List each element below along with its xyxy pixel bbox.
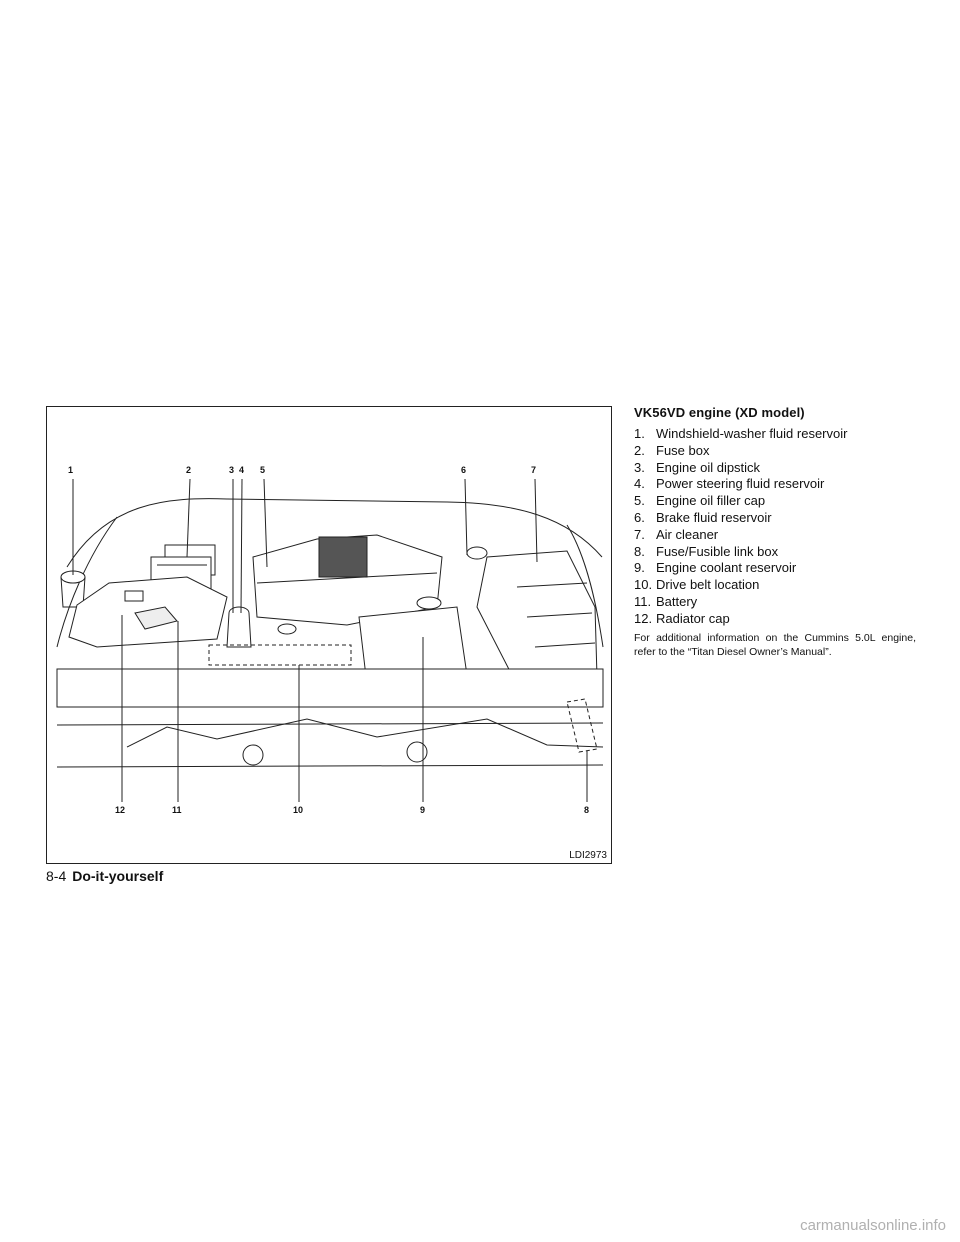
item-label: Fuse/Fusible link box (656, 543, 779, 559)
item-number: 2. (634, 442, 645, 458)
item-number: 3. (634, 459, 645, 475)
engine-compartment-figure: 1 2 3 4 5 6 7 12 11 10 9 8 LDI2973 (46, 406, 612, 864)
item-number: 7. (634, 526, 645, 542)
callout-2: 2 (186, 465, 192, 475)
figure-code: LDI2973 (569, 850, 607, 861)
section-heading: VK56VD engine (XD model) (634, 405, 805, 420)
callout-5: 5 (260, 465, 266, 475)
callout-9: 9 (420, 805, 426, 815)
callout-7: 7 (531, 465, 537, 475)
callout-8: 8 (584, 805, 590, 815)
list-item: 2. Fuse box (634, 443, 916, 460)
additional-info-note: For additional information on the Cummin… (634, 631, 916, 658)
item-number: 1. (634, 426, 645, 441)
list-item: 10.Drive belt location (634, 577, 916, 594)
item-label: Fuse box (656, 442, 710, 458)
item-number: 12. (634, 610, 653, 626)
footer-section-title: Do-it-yourself (72, 868, 164, 884)
watermark: carmanualsonline.info (800, 1217, 946, 1234)
callout-12: 12 (115, 805, 126, 815)
item-label: Engine oil filler cap (656, 493, 766, 509)
item-number: 9. (634, 560, 645, 576)
item-label: Drive belt location (656, 577, 760, 593)
list-item: 7. Air cleaner (634, 527, 916, 544)
item-label: Air cleaner (656, 526, 719, 542)
item-label: Brake fluid reservoir (656, 509, 772, 525)
callout-6: 6 (461, 465, 467, 475)
list-item: 3. Engine oil dipstick (634, 460, 916, 477)
parts-description: VK56VD engine (XD model) 1. Windshield-wa… (634, 405, 916, 669)
item-number: 4. (634, 476, 645, 492)
page-number: 8-4 (46, 868, 67, 884)
callout-1: 1 (68, 465, 74, 475)
callout-10: 10 (293, 805, 304, 815)
callout-4: 4 (239, 465, 245, 475)
list-item: 12.Radiator cap (634, 611, 916, 628)
item-label: Radiator cap (656, 610, 730, 626)
item-number: 11. (634, 593, 652, 609)
item-number: 5. (634, 493, 645, 509)
callout-11: 11 (172, 805, 182, 815)
item-label: Windshield-washer fluid reservoir (656, 426, 848, 441)
item-label: Engine oil dipstick (656, 459, 761, 475)
item-number: 8. (634, 543, 645, 559)
list-item: 1. Windshield-washer fluid reservoir (634, 426, 916, 443)
list-item: 11.Battery (634, 594, 916, 611)
list-item: 4. Power steering fluid reservoir (634, 476, 916, 493)
list-item: 9. Engine coolant reservoir (634, 560, 916, 577)
item-number: 10. (634, 577, 653, 593)
page-footer: 8-4 Do-it-yourself (46, 868, 163, 884)
item-label: Battery (656, 593, 698, 609)
list-item: 6. Brake fluid reservoir (634, 510, 916, 527)
item-label: Power steering fluid reservoir (656, 476, 825, 492)
parts-list: 1. Windshield-washer fluid reservoir 2. Fu… (634, 426, 916, 628)
list-item: 8. Fuse/Fusible link box (634, 544, 916, 561)
engine-illustration (56, 478, 604, 802)
callout-3: 3 (229, 465, 235, 475)
list-item: 5. Engine oil filler cap (634, 493, 916, 510)
item-label: Engine coolant reservoir (656, 560, 797, 576)
item-number: 6. (634, 509, 645, 525)
